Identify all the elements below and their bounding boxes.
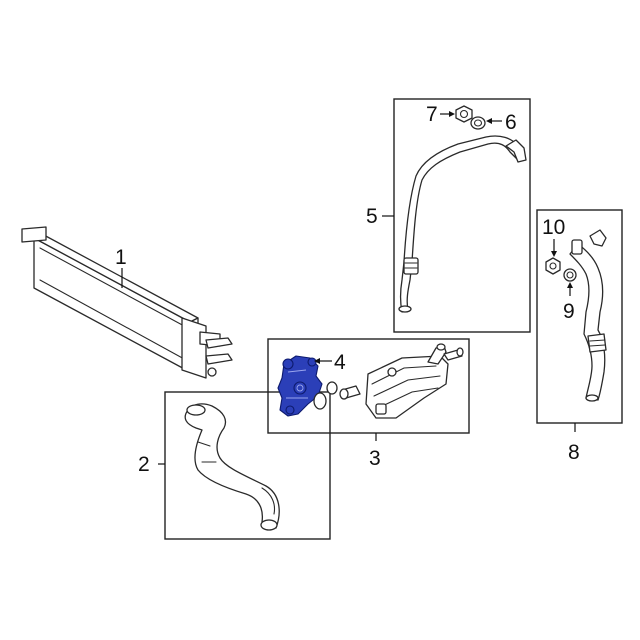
callout-6-arrowhead: [486, 118, 492, 124]
callout-6: 6: [505, 111, 517, 134]
callout-10-arrowhead: [551, 251, 557, 257]
callout-1: 1: [115, 246, 127, 269]
callout-5: 5: [366, 205, 378, 228]
callout-7-arrowhead: [449, 111, 455, 117]
callout-3: 3: [369, 447, 381, 470]
nut-part-10[interactable]: [545, 257, 561, 275]
hose-box-2: [164, 391, 331, 540]
callout-7: 7: [426, 103, 438, 126]
callout-9: 9: [563, 300, 575, 323]
adapter-fitting[interactable]: [339, 385, 361, 400]
callout-10: 10: [542, 216, 565, 239]
cooler-hose-part[interactable]: [184, 403, 280, 531]
cooler-housing-part-3[interactable]: [365, 343, 464, 419]
callout-8: 8: [568, 441, 580, 464]
hose-box-8: [536, 209, 623, 424]
callout-9-arrowhead: [567, 282, 573, 288]
o-ring-small[interactable]: [326, 381, 338, 395]
seal-part-9[interactable]: [563, 268, 577, 282]
callout-2: 2: [138, 453, 150, 476]
seal-part-6[interactable]: [470, 116, 486, 130]
thermostat-box-3: [267, 338, 470, 434]
nut-part-7[interactable]: [455, 105, 473, 123]
cooler-pipe-part-5[interactable]: [398, 135, 527, 313]
oil-cooler-part[interactable]: [21, 226, 233, 379]
callout-4: 4: [334, 351, 346, 374]
o-ring-large[interactable]: [313, 392, 327, 410]
callout-4-arrowhead: [314, 358, 320, 364]
thermostat-valve-part-4[interactable]: [277, 355, 323, 417]
return-hose-part-8[interactable]: [569, 229, 607, 402]
